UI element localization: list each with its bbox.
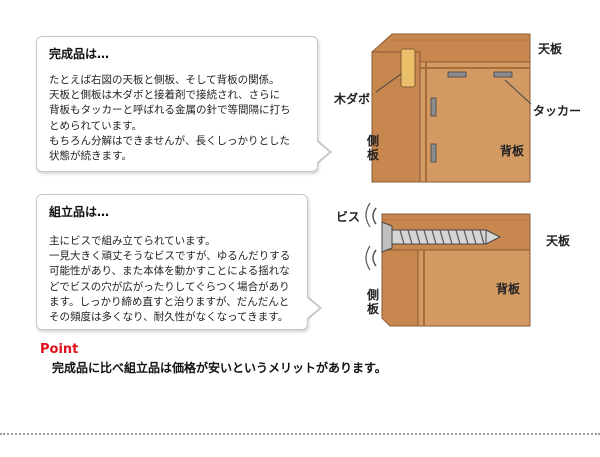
kumitate-label-seban: 背板 — [496, 282, 521, 296]
kansei-label-seban: 背板 — [500, 144, 525, 158]
kansei-pointer-fill — [316, 141, 329, 163]
kansei-label-dabo: 木ダボ — [334, 92, 371, 106]
screw-shape — [381, 221, 502, 253]
kumitate-panel: 組立品は… 主にビスで組み立てられています。 一見大きく頑丈そうなビスですが、ゆ… — [36, 194, 308, 330]
kumitate-title: 組立品は… — [49, 205, 110, 219]
point-text: 完成品に比べ組立品は価格が安いというメリットがあります。 — [52, 361, 387, 375]
kumitate-diagram — [365, 202, 531, 327]
kansei-label-tacker: タッカー — [533, 104, 582, 118]
wobble-mark — [365, 245, 371, 271]
dowel-leader — [375, 73, 402, 93]
staple-shape — [447, 71, 467, 78]
seban-board — [417, 249, 531, 327]
kumitate-label-sokuban: 側板 — [366, 288, 379, 316]
wobble-mark — [365, 202, 371, 228]
kansei-line: 状態が続きます。 — [49, 150, 132, 163]
kansei-label-tenban: 天板 — [538, 42, 563, 56]
kumitate-line: どでビスの穴が広がったりしてぐらつく場合があり — [49, 280, 290, 293]
staple-shape — [430, 143, 437, 163]
kumitate-line: 一見大きく頑丈そうなビスですが、ゆるんだりする — [49, 250, 291, 263]
kumitate-line: 主にビスで組み立てられています。 — [49, 235, 216, 247]
kumitate-line: その頻度は多くなり、耐久性がなくなってきます。 — [49, 311, 289, 324]
wobble-mark — [372, 249, 377, 267]
kansei-label-sokuban: 側板 — [366, 134, 379, 162]
kansei-line: 背板もタッカーと呼ばれる金属の針で等間隔に打ち — [49, 104, 291, 117]
kansei-diagram — [371, 33, 532, 183]
point-label: Point — [40, 342, 79, 357]
kansei-line: 天板と側板は木ダボと接着剤で接続され、さらに — [49, 89, 281, 102]
kumitate-pointer-fill — [306, 297, 319, 319]
kansei-line: とめられています。 — [49, 119, 143, 132]
dowel-shape — [400, 48, 416, 88]
kansei-panel: 完成品は… たとえば右図の天板と側板、そして背板の関係。 天板と側板は木ダボと接… — [36, 36, 318, 172]
kumitate-body: 主にビスで組み立てられています。 一見大きく頑丈そうなビスですが、ゆるんだりする… — [49, 234, 299, 325]
tacker-leader — [504, 79, 532, 105]
kansei-title: 完成品は… — [49, 47, 110, 61]
sokuban-board — [381, 249, 419, 327]
kumitate-line: 可能性があり、また本体を動かすことによる揺れな — [49, 265, 290, 278]
kansei-body: たとえば右図の天板と側板、そして背板の関係。 天板と側板は木ダボと接着剤で接続さ… — [49, 73, 309, 164]
kumitate-line: ます。しっかり締め直すと治りますが、だんだんと — [49, 295, 290, 308]
staple-shape — [493, 71, 513, 78]
seban-board — [419, 61, 531, 183]
kumitate-label-tenban: 天板 — [546, 234, 571, 248]
dotted-divider — [0, 433, 600, 435]
staple-shape — [430, 97, 437, 117]
kansei-line: たとえば右図の天板と側板、そして背板の関係。 — [49, 74, 280, 86]
kumitate-label-bis: ビス — [336, 210, 361, 224]
wobble-mark — [372, 207, 377, 225]
kansei-line: もちろん分解はできませんが、長くしっかりとした — [49, 134, 290, 147]
